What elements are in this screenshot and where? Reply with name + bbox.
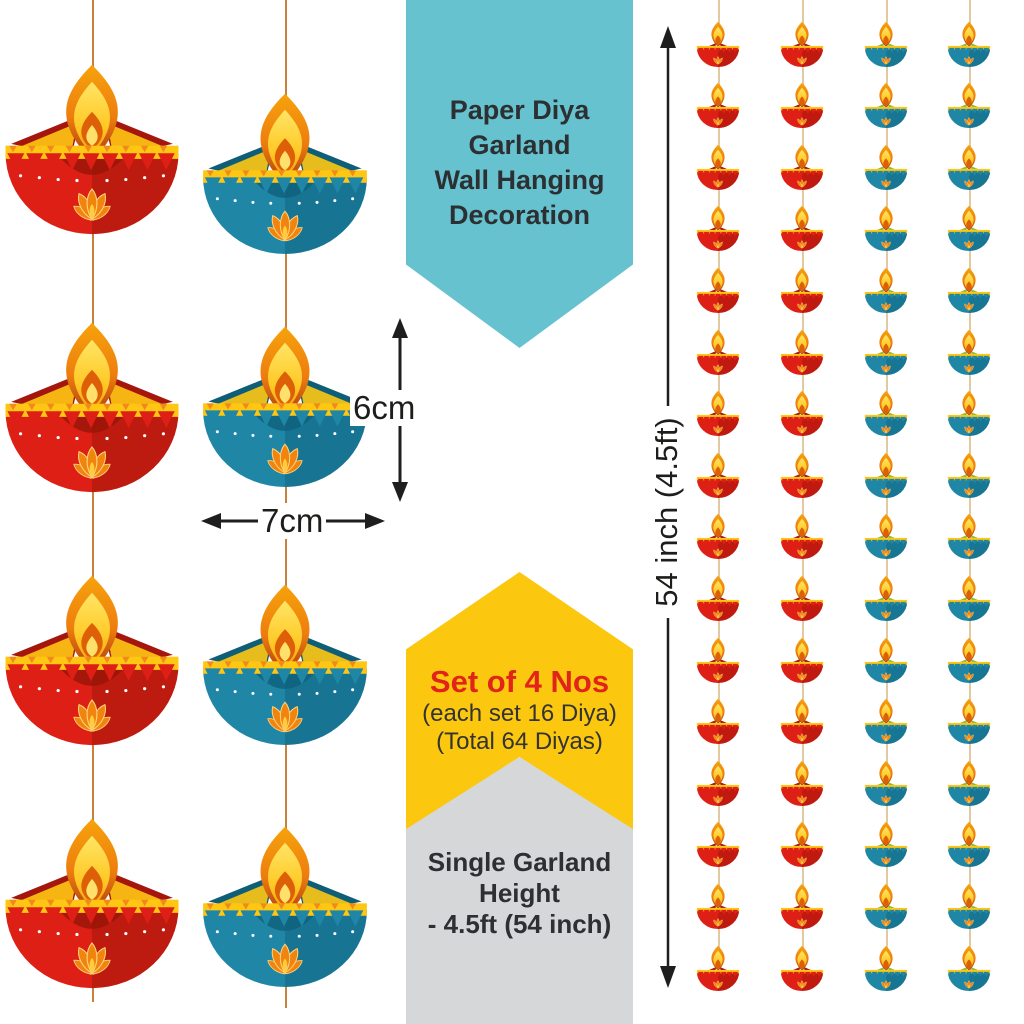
small-diya [778, 81, 826, 138]
small-diya [778, 266, 826, 323]
small-diya [694, 20, 742, 77]
large-diya [196, 583, 374, 752]
small-diya [778, 697, 826, 754]
small-diya [945, 81, 993, 138]
small-diya [694, 636, 742, 693]
small-diya [945, 820, 993, 877]
small-diya [694, 512, 742, 569]
small-diya [694, 328, 742, 385]
set-count-title: Set of 4 Nos [429, 664, 610, 699]
small-diya [862, 389, 910, 446]
small-diya [778, 328, 826, 385]
small-diya [862, 204, 910, 261]
small-diya [694, 81, 742, 138]
small-diya [778, 636, 826, 693]
small-diya [694, 389, 742, 446]
small-diya [945, 574, 993, 631]
large-diya [0, 63, 186, 242]
small-diya [862, 636, 910, 693]
small-diya [694, 574, 742, 631]
small-diya [945, 697, 993, 754]
large-diya [0, 574, 186, 753]
small-diya [945, 389, 993, 446]
small-diya [862, 574, 910, 631]
title-line: Wall Hanging [434, 165, 605, 195]
small-diya [778, 389, 826, 446]
small-diya [945, 636, 993, 693]
garland-height-label: 54 inch (4.5ft) [649, 406, 684, 618]
small-diya [862, 266, 910, 323]
garland-height-line: Height [479, 878, 560, 908]
small-diya [862, 759, 910, 816]
small-diya [945, 328, 993, 385]
small-diya [862, 944, 910, 1001]
small-diya [945, 204, 993, 261]
small-diya [778, 882, 826, 939]
title-line: Decoration [448, 200, 591, 230]
title-banner: Paper Diya Garland Wall Hanging Decorati… [406, 0, 633, 348]
small-diya [778, 820, 826, 877]
small-diya [862, 20, 910, 77]
title-line: Paper Diya [449, 95, 590, 125]
small-diya [945, 759, 993, 816]
small-diya [945, 512, 993, 569]
large-diya [0, 817, 186, 996]
small-diya [862, 820, 910, 877]
small-diya [862, 512, 910, 569]
small-diya [778, 759, 826, 816]
garland-string [92, 0, 94, 1002]
large-diya [196, 325, 374, 494]
small-diya [694, 697, 742, 754]
small-diya [862, 451, 910, 508]
small-diya [778, 451, 826, 508]
small-diya [778, 204, 826, 261]
small-diya [862, 882, 910, 939]
small-diya [694, 944, 742, 1001]
small-diya [862, 328, 910, 385]
set-count-line: (each set 16 Diya) [422, 700, 617, 727]
small-diya [778, 574, 826, 631]
set-count-line: (Total 64 Diyas) [436, 728, 603, 755]
diya-width-label: 7cm [258, 503, 327, 539]
small-diya [945, 266, 993, 323]
small-diya [945, 882, 993, 939]
diya-height-label: 6cm [350, 390, 419, 426]
small-diya [862, 143, 910, 200]
small-diya [694, 759, 742, 816]
small-diya [945, 143, 993, 200]
small-diya [778, 20, 826, 77]
small-diya [694, 882, 742, 939]
small-diya [945, 20, 993, 77]
small-diya [694, 143, 742, 200]
small-diya [694, 266, 742, 323]
small-diya [862, 697, 910, 754]
small-diya [694, 204, 742, 261]
small-diya [945, 944, 993, 1001]
large-diya [196, 92, 374, 261]
large-diya [196, 825, 374, 994]
small-diya [778, 944, 826, 1001]
title-line: Garland [468, 130, 571, 160]
small-diya [862, 81, 910, 138]
garland-height-line: - 4.5ft (54 inch) [427, 909, 612, 939]
small-diya [694, 451, 742, 508]
small-diya [694, 820, 742, 877]
garland-height-line: Single Garland [427, 847, 612, 877]
small-diya [778, 143, 826, 200]
large-diya [0, 321, 186, 500]
small-diya [945, 451, 993, 508]
small-diya [778, 512, 826, 569]
